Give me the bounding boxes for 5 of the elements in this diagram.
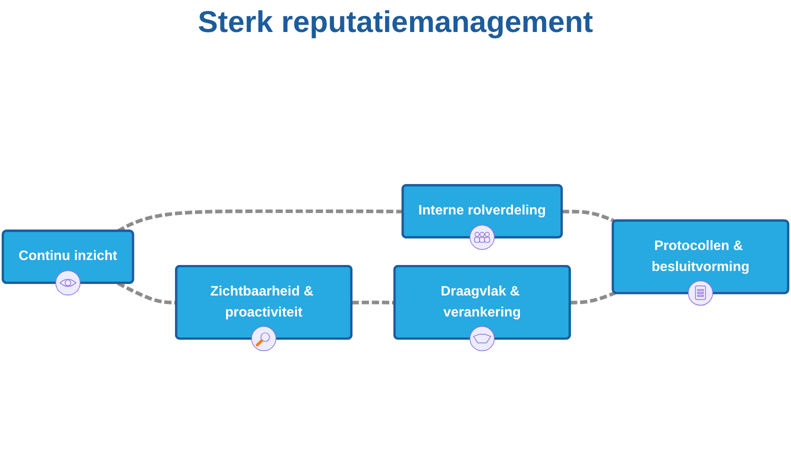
diagram-title: Sterk reputatiemanagement — [196, 6, 594, 40]
connector — [117, 282, 177, 304]
connector — [352, 300, 395, 304]
connector — [570, 291, 616, 304]
connector — [562, 210, 616, 223]
